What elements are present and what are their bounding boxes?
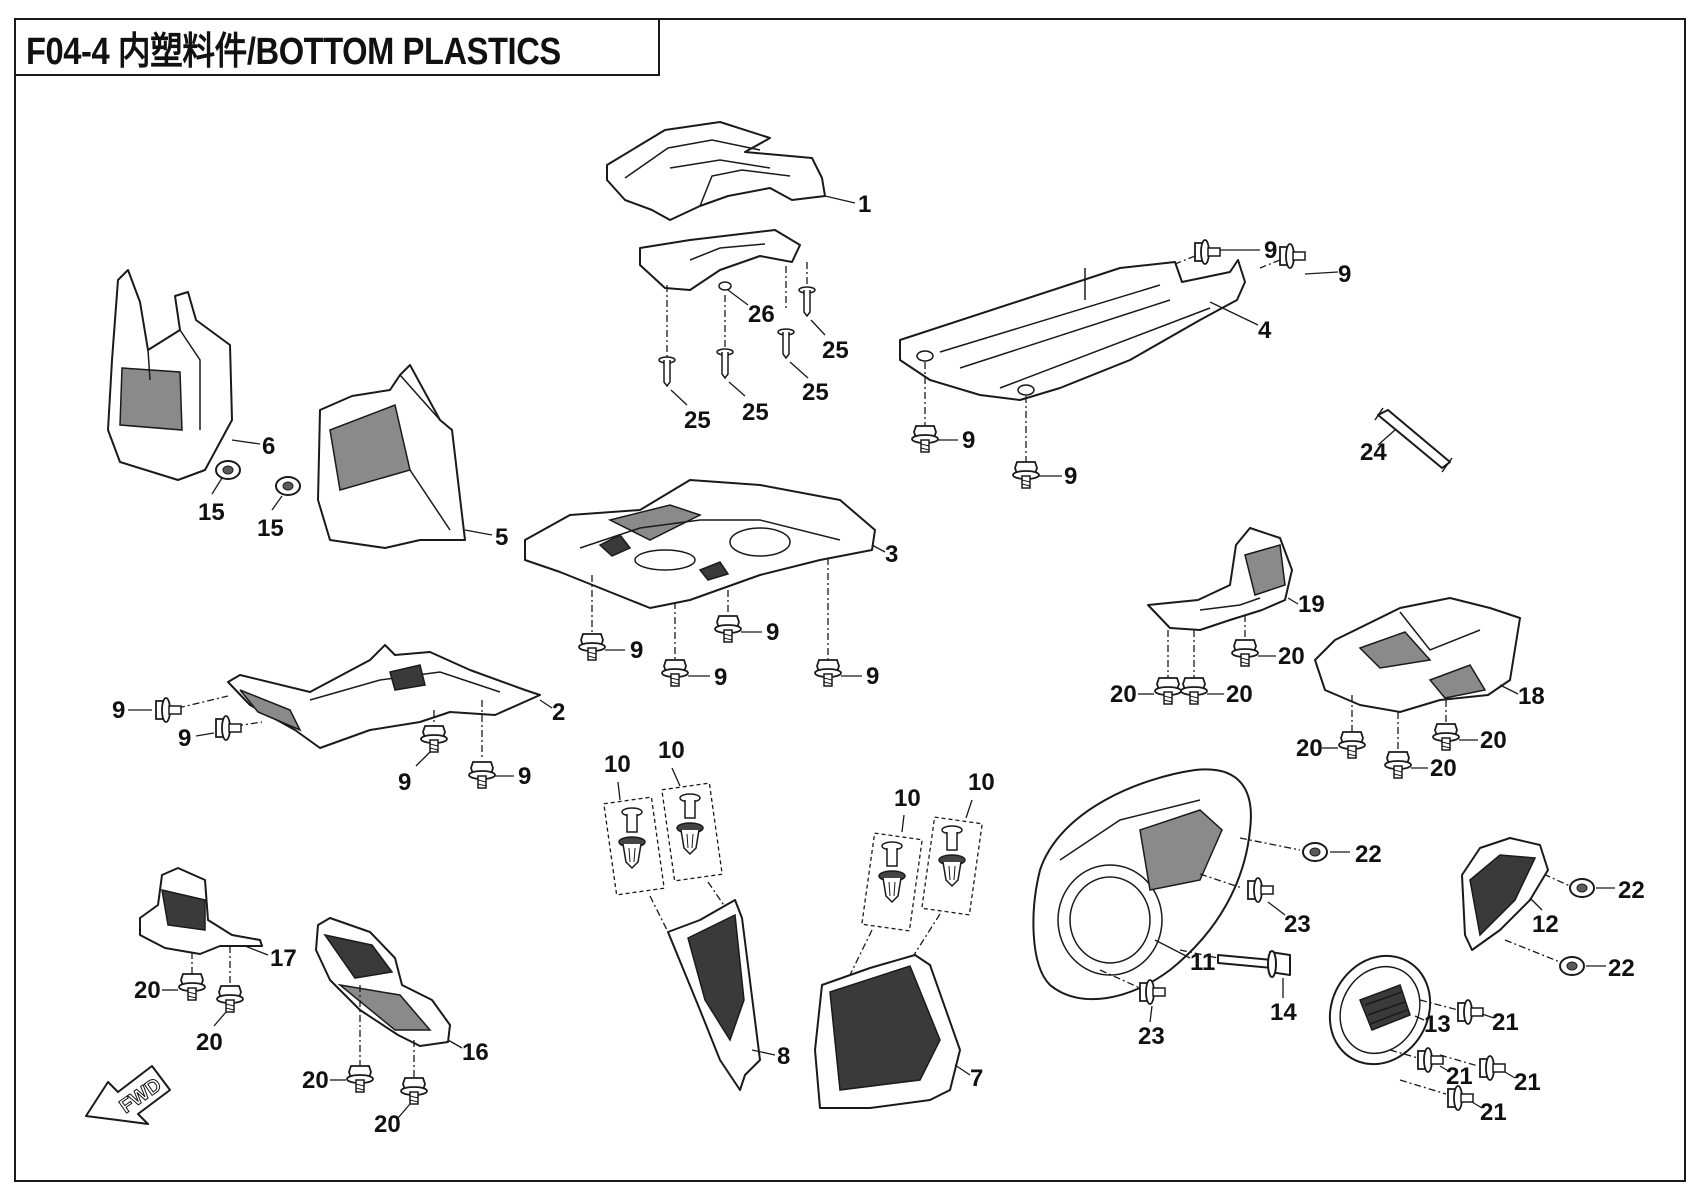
callout-25-a: 25 (684, 407, 711, 434)
part-13-cover (1328, 954, 1432, 1066)
drawing-frame (14, 18, 1686, 1182)
part-9-bolts-left (128, 695, 514, 789)
callout-26: 26 (748, 301, 775, 328)
callout-20-h: 20 (196, 1029, 223, 1056)
page-title: F04-4 内塑料件/BOTTOM PLASTICS (26, 30, 561, 73)
callout-25-d: 25 (822, 337, 849, 364)
callout-5: 5 (495, 524, 508, 551)
part-20-bolts-18 (1322, 695, 1478, 779)
callout-9-d: 9 (1064, 463, 1077, 490)
part-15-grommets (211, 460, 301, 511)
callout-22-a: 22 (1355, 841, 1382, 868)
callout-2: 2 (552, 699, 565, 726)
callout-9-e: 9 (630, 637, 643, 664)
callout-10-b: 10 (658, 737, 685, 764)
callout-21-d: 21 (1480, 1099, 1507, 1126)
callout-20-e: 20 (1430, 755, 1457, 782)
part-22-grommets (1239, 837, 1615, 976)
callout-21-a: 21 (1492, 1009, 1519, 1036)
part-14-bolt (1179, 949, 1291, 998)
callout-20-j: 20 (374, 1111, 401, 1138)
callout-22-b: 22 (1618, 877, 1645, 904)
callout-4: 4 (1258, 317, 1272, 344)
part-17-guard (139, 867, 269, 956)
callout-9-h: 9 (866, 663, 879, 690)
part-20-bolts-16 (330, 985, 428, 1119)
callout-9-b: 9 (1338, 261, 1351, 288)
callout-15-a: 15 (198, 499, 225, 526)
callout-15-b: 15 (257, 515, 284, 542)
part-5-guard (317, 364, 493, 549)
part-10-clips (603, 767, 983, 976)
part-9-bolts-center (578, 558, 862, 687)
part-9-bolts-upper (911, 239, 1339, 489)
callout-20-g: 20 (134, 977, 161, 1004)
callout-9-l: 9 (518, 763, 531, 790)
callout-9-c: 9 (962, 427, 975, 454)
callout-12: 12 (1532, 911, 1559, 938)
callout-3: 3 (885, 541, 898, 568)
callout-19: 19 (1298, 591, 1325, 618)
callout-20-f: 20 (1480, 727, 1507, 754)
callout-23-b: 23 (1138, 1023, 1165, 1050)
callout-7: 7 (970, 1065, 983, 1092)
callout-22-c: 22 (1608, 955, 1635, 982)
part-2-skid-plate (227, 644, 553, 749)
callout-8: 8 (777, 1043, 790, 1070)
callout-23-a: 23 (1284, 911, 1311, 938)
part-6-guard (107, 269, 261, 481)
callout-17: 17 (270, 945, 297, 972)
callout-20-b: 20 (1226, 681, 1253, 708)
part-26-bracket (639, 229, 801, 306)
callout-11: 11 (1190, 949, 1215, 976)
callout-9-i: 9 (112, 697, 125, 724)
callout-24: 24 (1360, 439, 1387, 466)
part-4-skid-plate (899, 259, 1259, 401)
part-19-guard (1147, 527, 1299, 631)
part-16-guard (315, 917, 463, 1049)
callout-1: 1 (858, 191, 871, 218)
callout-20-i: 20 (302, 1067, 329, 1094)
callout-9-f: 9 (714, 664, 727, 691)
part-20-bolts-19 (1138, 615, 1276, 705)
callout-10-c: 10 (894, 785, 921, 812)
callout-25-c: 25 (802, 379, 829, 406)
callout-10-d: 10 (968, 769, 995, 796)
fwd-arrow-icon: FWD (85, 1065, 171, 1125)
callout-20-d: 20 (1296, 735, 1323, 762)
callout-9-k: 9 (398, 769, 411, 796)
part-11-cvt-cover (1032, 768, 1252, 1001)
callout-9-j: 9 (178, 725, 191, 752)
part-8-panel (667, 899, 776, 1091)
callout-9-a: 9 (1264, 237, 1277, 264)
callout-21-c: 21 (1514, 1069, 1541, 1096)
part-20-bolts-17 (162, 946, 244, 1027)
part-3-skid-plate (524, 479, 886, 609)
part-18-guard (1314, 597, 1521, 713)
part-21-bolts (1389, 999, 1516, 1111)
callout-13: 13 (1424, 1011, 1451, 1038)
part-24-strap (1374, 407, 1453, 473)
callout-14: 14 (1270, 999, 1297, 1026)
part-25-pins (658, 262, 826, 406)
callout-16: 16 (462, 1039, 489, 1066)
part-23-bolts (1099, 873, 1286, 1023)
title-box: F04-4 内塑料件/BOTTOM PLASTICS (14, 18, 660, 76)
callout-20-c: 20 (1278, 643, 1305, 670)
callout-10-a: 10 (604, 751, 631, 778)
callout-20-a: 20 (1110, 681, 1137, 708)
callout-18: 18 (1518, 683, 1545, 710)
callout-6: 6 (262, 433, 275, 460)
callout-9-g: 9 (766, 619, 779, 646)
callout-25-b: 25 (742, 399, 769, 426)
callout-21-b: 21 (1446, 1063, 1473, 1090)
part-12-cover (1461, 837, 1549, 951)
part-7-panel (814, 954, 971, 1109)
part-1-cover (606, 121, 856, 221)
